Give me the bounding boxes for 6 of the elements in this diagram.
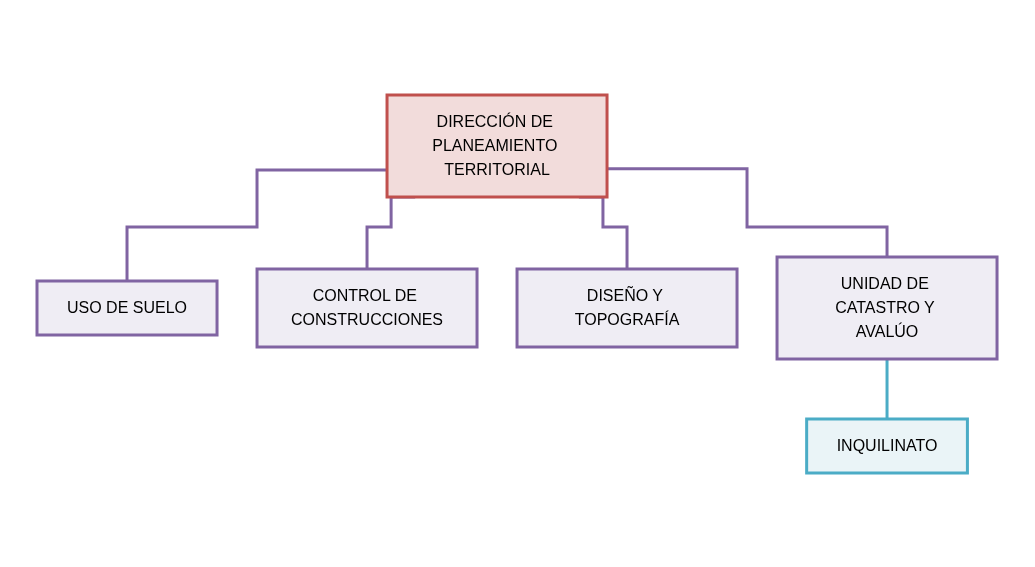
- node-box: USO DE SUELO: [36, 279, 219, 336]
- node-box: DISEÑO Y TOPOGRAFÍA: [516, 267, 739, 348]
- node-box: INQUILINATO: [805, 417, 970, 474]
- node-box: DIRECCIÓN DE PLANEAMIENTO TERRITORIAL: [386, 93, 609, 198]
- node-box: CONTROL DE CONSTRUCCIONES: [256, 267, 479, 348]
- node-box: UNIDAD DE CATASTRO Y AVALÚO: [776, 255, 999, 360]
